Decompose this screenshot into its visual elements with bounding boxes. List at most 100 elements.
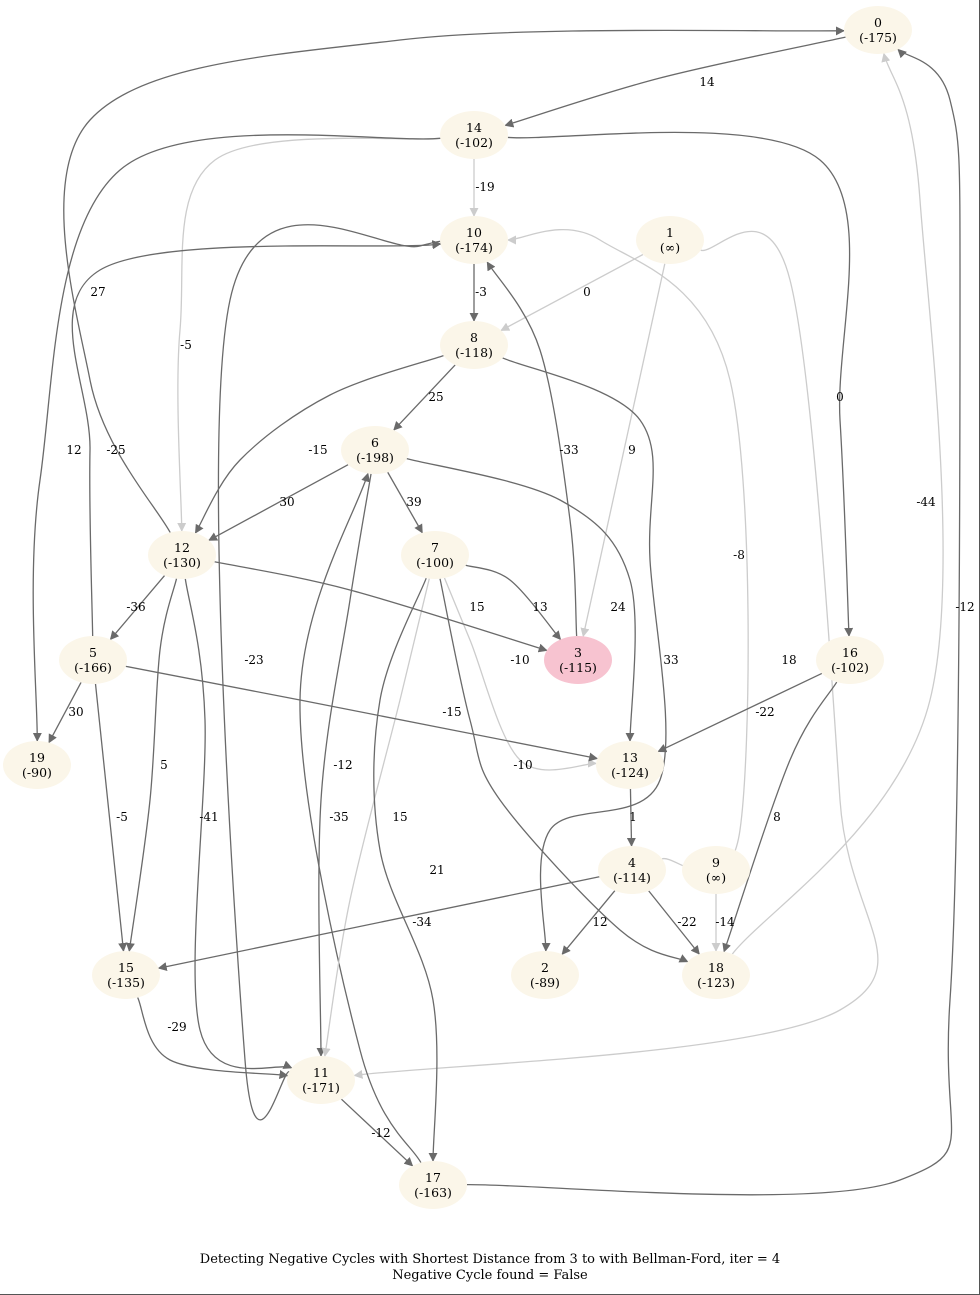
node-7[interactable]: 7(-100) (401, 531, 469, 579)
caption-line-2: Negative Cycle found = False (392, 1268, 588, 1283)
node-id-label: 7 (431, 540, 439, 555)
edge-12-to-5 (109, 575, 166, 641)
node-3[interactable]: 3(-115) (544, 636, 612, 684)
node-8[interactable]: 8(-118) (440, 321, 508, 369)
edge-weight-label: 30 (68, 705, 83, 719)
node-id-label: 11 (313, 1065, 329, 1080)
edge-7-to-3 (465, 564, 562, 641)
edge-8-to-6 (393, 364, 456, 431)
node-distance-label: (-102) (455, 135, 493, 150)
node-distance-label: (-89) (530, 975, 560, 990)
node-ellipse (844, 6, 912, 54)
edge-weight-label: 30 (279, 495, 294, 509)
edge-weight-label: -22 (755, 705, 774, 719)
edge-17-to-0 (466, 48, 961, 1196)
edge-weight-label: -36 (126, 600, 145, 614)
edge-weight-label: 18 (781, 653, 796, 667)
node-id-label: 10 (466, 225, 482, 240)
node-distance-label: (-118) (455, 345, 493, 360)
edge-1-to-3 (580, 263, 666, 638)
node-10[interactable]: 10(-174) (440, 216, 508, 264)
node-distance-label: (-90) (22, 765, 52, 780)
edge-7-to-13 (443, 577, 597, 771)
edge-6-to-13 (406, 457, 636, 742)
node-18[interactable]: 18(-123) (682, 951, 750, 999)
edge-weight-label: -12 (333, 758, 352, 772)
edge-weight-label: 33 (663, 653, 678, 667)
edge-11-to-10 (217, 224, 443, 1121)
node-id-label: 17 (425, 1170, 441, 1185)
edge-weight-label: 0 (583, 285, 591, 299)
edge-5-to-13 (125, 665, 599, 762)
node-2[interactable]: 2(-89) (511, 951, 579, 999)
node-0[interactable]: 0(-175) (844, 6, 912, 54)
edge-weight-label: 12 (592, 915, 607, 929)
node-id-label: 15 (118, 960, 134, 975)
node-4[interactable]: 4(-114) (598, 846, 666, 894)
node-id-label: 16 (842, 645, 858, 660)
edge-weight-label: -29 (167, 1020, 186, 1034)
node-id-label: 6 (371, 435, 379, 450)
caption-line-1: Detecting Negative Cycles with Shortest … (199, 1252, 781, 1267)
edge-1-to-8 (500, 253, 644, 332)
node-13[interactable]: 13(-124) (596, 741, 664, 789)
edges-layer (32, 26, 961, 1196)
edge-weight-label: -34 (412, 915, 432, 929)
edge-weight-label: -15 (442, 705, 461, 719)
node-id-label: 9 (712, 855, 720, 870)
node-distance-label: (-124) (611, 765, 649, 780)
node-ellipse (598, 846, 666, 894)
edge-weight-label: 39 (406, 495, 421, 509)
node-ellipse (440, 216, 508, 264)
node-distance-label: (∞) (706, 870, 726, 885)
edge-weight-label: -15 (308, 443, 327, 457)
node-distance-label: (-130) (163, 555, 201, 570)
node-9[interactable]: 9(∞) (682, 846, 750, 894)
edge-7-to-11 (321, 578, 430, 1058)
edge-weight-label: -41 (199, 810, 218, 824)
edge-weight-label: 8 (773, 810, 781, 824)
node-11[interactable]: 11(-171) (287, 1056, 355, 1104)
edge-weight-label: 25 (428, 390, 443, 404)
node-15[interactable]: 15(-135) (92, 951, 160, 999)
edge-weight-label: -23 (244, 653, 263, 667)
edge-8-to-12 (194, 354, 444, 534)
edge-weight-label: -12 (371, 1126, 390, 1140)
node-ellipse (401, 531, 469, 579)
nodes-layer: 0(-175)1(∞)2(-89)3(-115)4(-114)5(-166)6(… (3, 6, 912, 1209)
edge-weight-label: 27 (90, 285, 105, 299)
edge-4-to-18 (648, 890, 700, 955)
node-id-label: 13 (622, 750, 638, 765)
node-5[interactable]: 5(-166) (59, 636, 127, 684)
edge-weight-label: -22 (677, 915, 696, 929)
edge-weight-label: -33 (559, 443, 578, 457)
edge-weight-label: 24 (610, 600, 626, 614)
edge-12-to-0 (63, 26, 845, 533)
node-id-label: 19 (29, 750, 45, 765)
node-1[interactable]: 1(∞) (636, 216, 704, 264)
node-distance-label: (∞) (660, 240, 680, 255)
node-ellipse (59, 636, 127, 684)
node-distance-label: (-115) (559, 660, 597, 675)
edge-0-to-14 (504, 36, 846, 128)
node-ellipse (341, 426, 409, 474)
node-19[interactable]: 19(-90) (3, 741, 71, 789)
edge-6-to-12 (208, 464, 349, 541)
edge-weight-label: -10 (513, 758, 532, 772)
node-ellipse (596, 741, 664, 789)
edge-6-to-7 (387, 471, 423, 534)
node-16[interactable]: 16(-102) (816, 636, 884, 684)
node-12[interactable]: 12(-130) (148, 531, 216, 579)
node-id-label: 1 (666, 225, 674, 240)
edge-15-to-11 (137, 997, 289, 1079)
edge-weight-label: 13 (532, 600, 547, 614)
node-17[interactable]: 17(-163) (399, 1161, 467, 1209)
node-id-label: 12 (174, 540, 190, 555)
node-14[interactable]: 14(-102) (440, 111, 508, 159)
node-distance-label: (-171) (302, 1080, 340, 1095)
node-6[interactable]: 6(-198) (341, 426, 409, 474)
edge-4-to-2 (561, 890, 616, 955)
edge-weight-label: 5 (160, 758, 168, 772)
edge-12-to-3 (214, 561, 548, 653)
